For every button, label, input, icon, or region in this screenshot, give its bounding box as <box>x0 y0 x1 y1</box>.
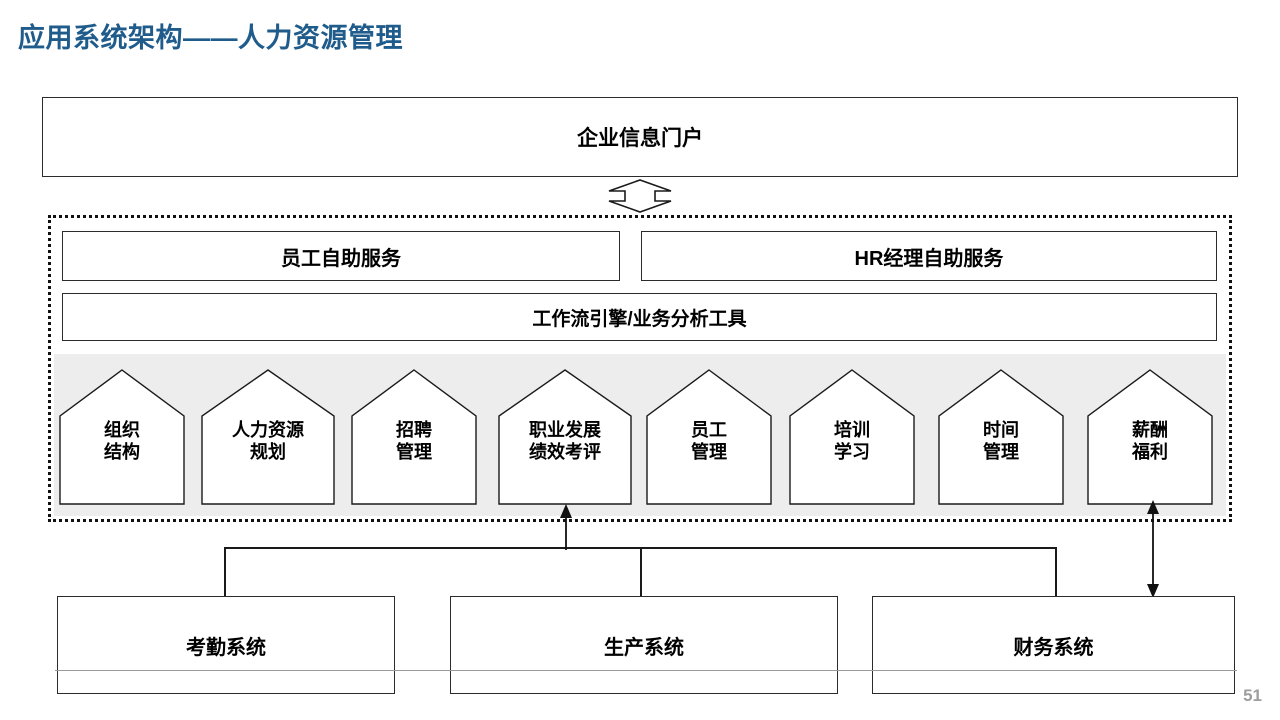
enterprise-portal-box: 企业信息门户 <box>42 97 1238 177</box>
connector-drop-middle <box>640 547 642 596</box>
connector-drop-right <box>1055 547 1057 596</box>
module-organization-structure: 组织 结构 <box>58 368 186 506</box>
module-label: 培训 学习 <box>834 420 870 462</box>
module-compensation-benefits: 薪酬 福利 <box>1086 368 1214 506</box>
employee-self-service-label: 员工自助服务 <box>281 247 401 270</box>
module-recruitment-management: 招聘 管理 <box>350 368 478 506</box>
module-label: 人力资源 规划 <box>232 420 304 462</box>
attendance-system-box: 考勤系统 <box>57 596 395 694</box>
production-system-box: 生产系统 <box>450 596 838 694</box>
module-label: 员工 管理 <box>691 420 727 462</box>
module-career-development-performance: 职业发展 绩效考评 <box>497 368 633 506</box>
module-label: 职业发展 绩效考评 <box>529 420 601 462</box>
finance-system-box: 财务系统 <box>872 596 1235 694</box>
finance-system-label: 财务系统 <box>1013 636 1094 659</box>
arrow-up-to-career-development-icon <box>560 504 572 550</box>
double-headed-up-down-arrow-icon <box>607 179 673 213</box>
module-training-learning: 培训 学习 <box>788 368 916 506</box>
hr-manager-self-service-box: HR经理自助服务 <box>641 231 1217 281</box>
workflow-engine-label: 工作流引擎/业务分析工具 <box>532 308 747 330</box>
attendance-system-label: 考勤系统 <box>186 636 266 659</box>
module-employee-management: 员工 管理 <box>645 368 773 506</box>
employee-self-service-box: 员工自助服务 <box>62 231 620 281</box>
page-title: 应用系统架构——人力资源管理 <box>18 23 403 53</box>
enterprise-portal-label: 企业信息门户 <box>577 127 703 150</box>
connector-drop-left <box>224 547 226 596</box>
page-number: 51 <box>1243 686 1262 705</box>
module-label: 招聘 管理 <box>396 420 432 462</box>
module-label: 组织 结构 <box>104 420 140 462</box>
module-hr-planning: 人力资源 规划 <box>200 368 336 506</box>
production-system-label: 生产系统 <box>604 636 684 659</box>
module-label: 薪酬 福利 <box>1132 420 1168 462</box>
footer-divider-rule <box>55 670 1237 671</box>
workflow-engine-box: 工作流引擎/业务分析工具 <box>62 293 1217 341</box>
hr-manager-self-service-label: HR经理自助服务 <box>854 247 1004 270</box>
module-time-management: 时间 管理 <box>937 368 1065 506</box>
arrow-double-compensation-finance-icon <box>1147 500 1159 598</box>
module-label: 时间 管理 <box>983 420 1019 462</box>
